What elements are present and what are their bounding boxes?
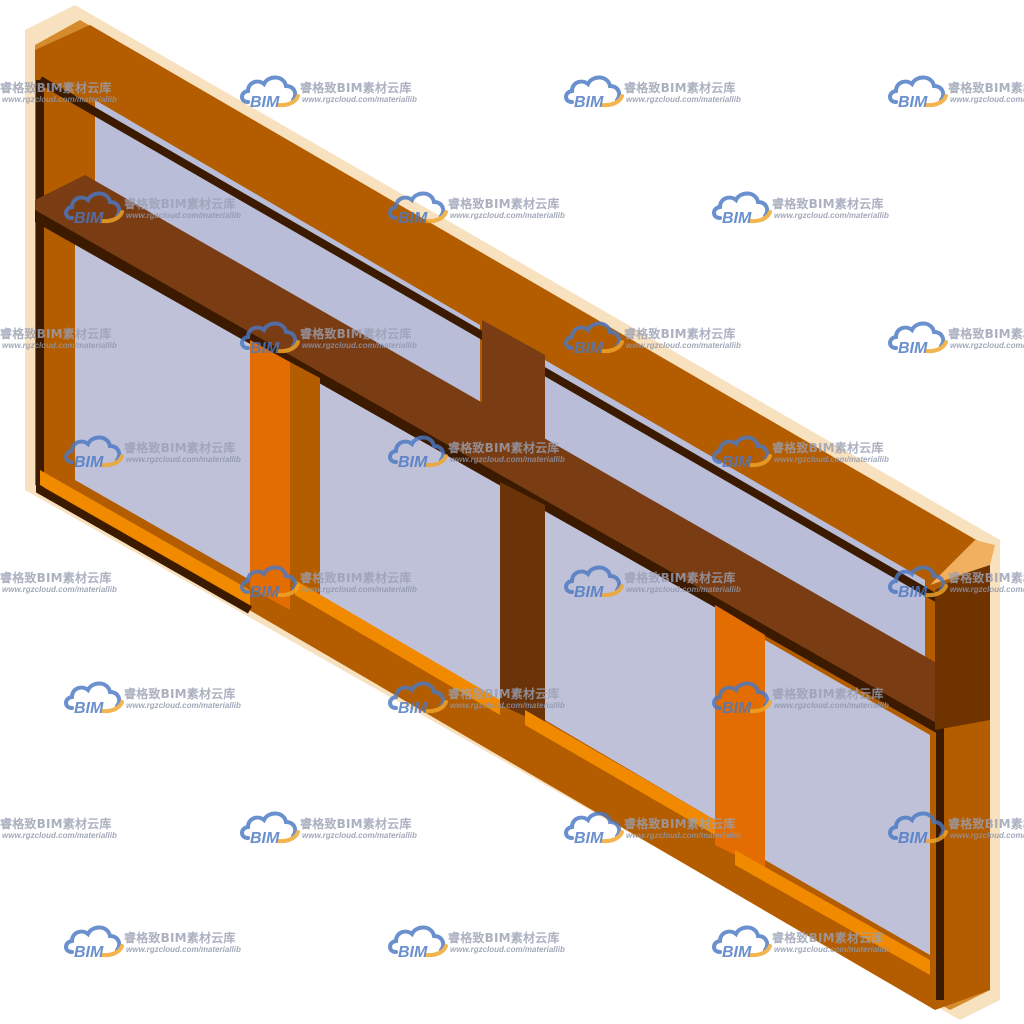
glass-pane-lower-4 [765,640,930,955]
sash-bottom-rail-3 [525,710,715,835]
lower-mullion-1 [250,340,290,610]
lower-mullion-3 [715,605,765,870]
transom-rail [35,175,940,725]
glass-pane-lower-1 [75,240,250,580]
sash-bottom-rail-2 [295,580,500,715]
lower-mullion-2 [500,482,545,725]
upper-mullion [482,320,545,475]
sash-bottom-rail-4 [735,850,930,975]
frame-right-end-cap [935,560,990,730]
frame-right-end-top [930,540,995,585]
lower-mullion-1-side [290,362,320,610]
sash-bottom-rail-1 [40,470,250,605]
